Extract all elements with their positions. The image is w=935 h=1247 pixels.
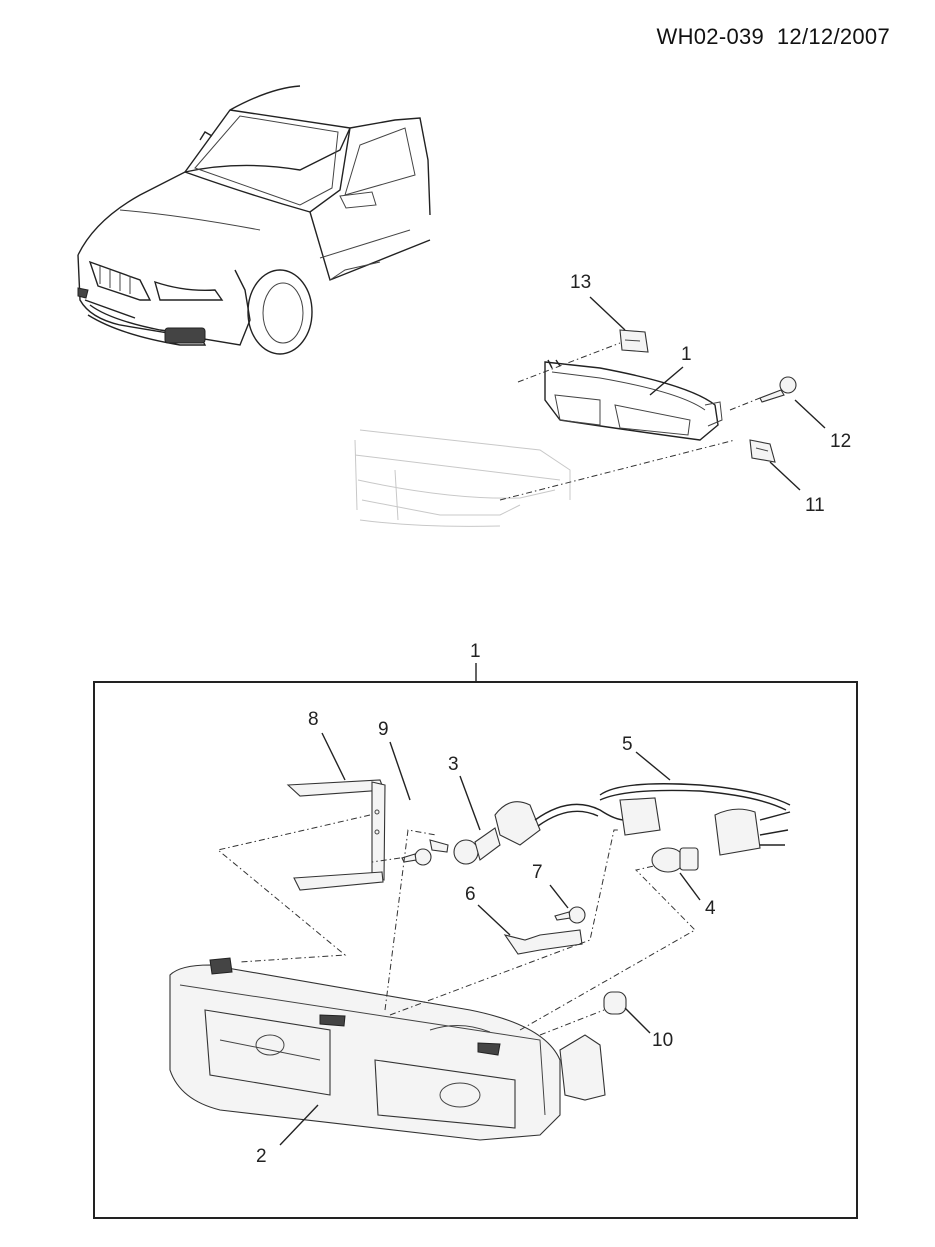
detail-frame (93, 681, 858, 1219)
diagram-header: WH02-039 12/12/2007 (560, 24, 890, 50)
callout-9: 9 (378, 719, 389, 740)
overview-leaders (499, 296, 826, 501)
overview-foglamp (544, 359, 723, 441)
callout-3: 3 (448, 754, 459, 775)
clip-11-small (749, 439, 776, 463)
doc-date: 12/12/2007 (776, 24, 890, 49)
callout-8: 8 (308, 709, 319, 730)
cap-10 (603, 991, 627, 1015)
callout-2: 2 (256, 1146, 267, 1167)
bolt-9 (401, 848, 432, 866)
bulb-socket-3 (429, 827, 501, 865)
callout-5: 5 (622, 734, 633, 755)
screw-12-small (759, 376, 797, 403)
callout-10: 10 (652, 1030, 673, 1051)
car-illustration (77, 85, 431, 355)
bulb-4 (651, 847, 699, 873)
clip-6 (503, 929, 583, 955)
callout-12: 12 (830, 431, 851, 452)
doc-code: WH02-039 (656, 24, 765, 49)
detail-group-label: 1 (470, 641, 481, 662)
bracket-13-small (619, 329, 649, 353)
detail-leaders (216, 732, 701, 1146)
harness-5 (494, 783, 791, 856)
callout-13: 13 (570, 272, 591, 293)
lamp-housing-2 (169, 957, 606, 1141)
callout-1-overview: 1 (681, 344, 692, 365)
callout-6: 6 (465, 884, 476, 905)
bumper-outline (354, 429, 571, 527)
screw-7 (554, 906, 586, 924)
bracket-8 (286, 779, 386, 891)
callout-7: 7 (532, 862, 543, 883)
callout-4: 4 (705, 898, 716, 919)
callout-11: 11 (805, 495, 825, 516)
